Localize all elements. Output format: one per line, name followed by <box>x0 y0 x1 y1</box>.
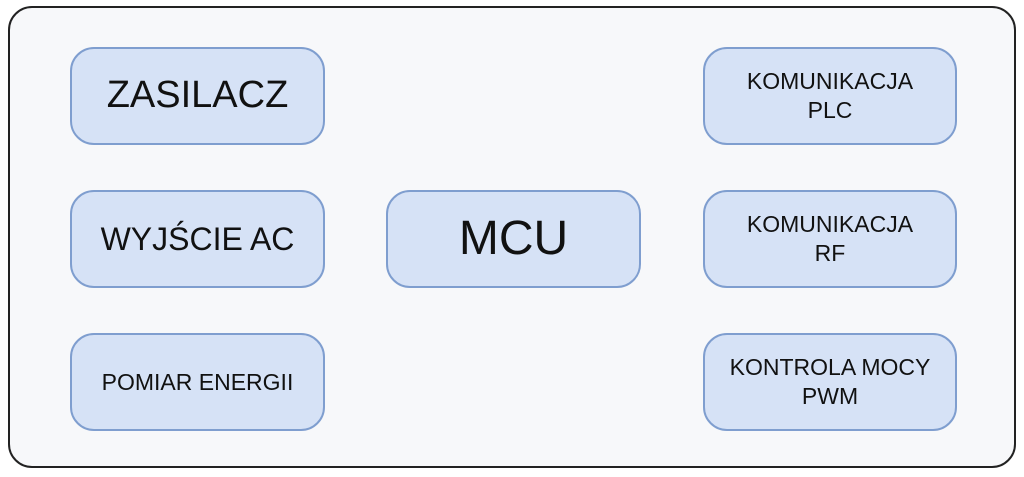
block-kontrola-mocy-pwm: KONTROLA MOCY PWM <box>703 333 957 431</box>
block-komunikacja-plc: KOMUNIKACJA PLC <box>703 47 957 145</box>
block-wyjscie-ac: WYJŚCIE AC <box>70 190 325 288</box>
block-zasilacz: ZASILACZ <box>70 47 325 145</box>
block-mcu: MCU <box>386 190 641 288</box>
block-komunikacja-rf: KOMUNIKACJA RF <box>703 190 957 288</box>
block-pomiar-energii: POMIAR ENERGII <box>70 333 325 431</box>
